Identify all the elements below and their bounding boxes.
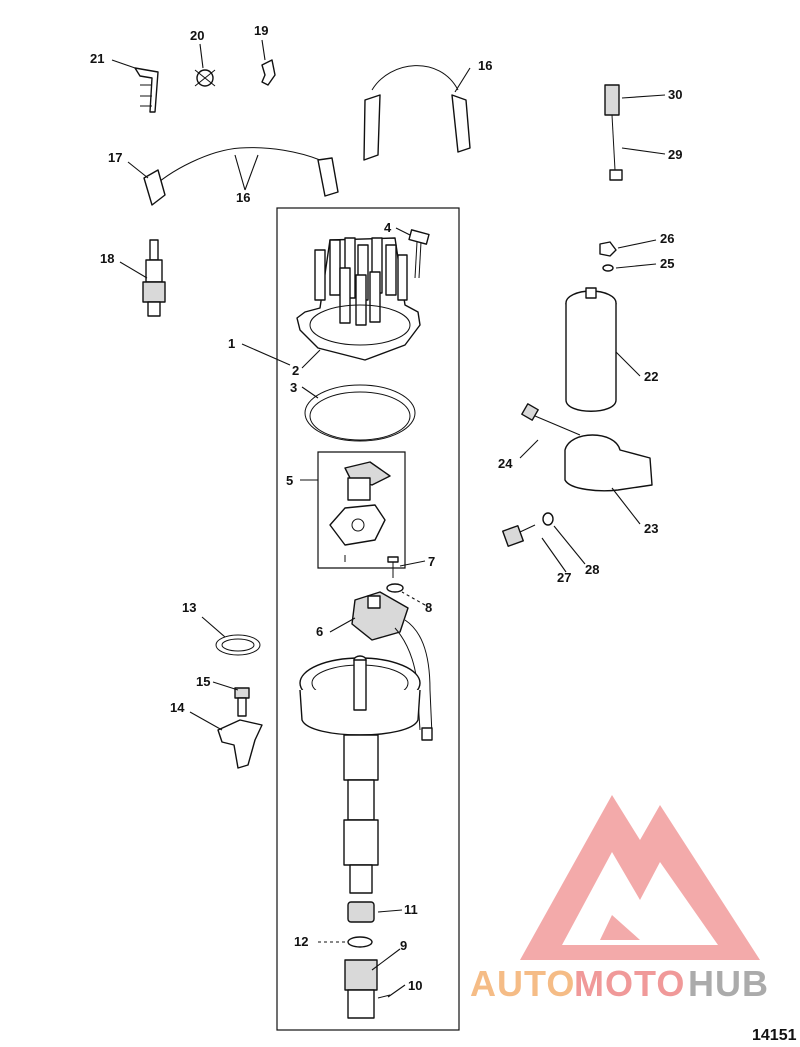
callout-26: 26 (660, 231, 674, 246)
washer-8 (386, 583, 404, 593)
cap-gasket (304, 384, 416, 442)
roll-pin (377, 994, 391, 999)
base-gasket (215, 634, 261, 656)
callout-23: 23 (644, 521, 658, 536)
callout-10: 10 (408, 978, 422, 993)
callout-4: 4 (384, 220, 392, 235)
watermark-logo (520, 795, 760, 960)
wire-clip-19 (261, 59, 276, 86)
callout-15: 15 (196, 674, 210, 689)
callout-20: 20 (190, 28, 204, 43)
wire-separator-20 (194, 69, 216, 87)
callout-19: 19 (254, 23, 268, 38)
wire-boot (363, 65, 471, 161)
washer-12 (347, 936, 373, 948)
callout-12: 12 (294, 934, 308, 949)
callout-1: 1 (228, 336, 235, 351)
callout-30: 30 (668, 87, 682, 102)
coil-washer (602, 264, 614, 272)
callout-25: 25 (660, 256, 674, 271)
callout-28: 28 (585, 562, 599, 577)
clamp-bolt (234, 687, 250, 717)
bracket-bolt (521, 403, 581, 436)
figure-code: 14151 (752, 1027, 797, 1044)
callout-22: 22 (644, 369, 658, 384)
leader-lines (111, 39, 666, 998)
callout-16-top: 16 (478, 58, 492, 73)
watermark-auto: AUTO (470, 963, 575, 1004)
coil-bracket (564, 434, 653, 492)
callout-11: 11 (404, 902, 418, 917)
spark-plug (142, 239, 166, 317)
distributor-assembly-box (276, 207, 460, 1031)
callout-21: 21 (90, 51, 104, 66)
callout-labels: 1 2 3 4 5 6 7 8 9 10 11 12 13 14 15 16 1… (90, 23, 682, 993)
watermark-moto: MOTO (574, 963, 685, 1004)
coil-nut (599, 241, 617, 257)
rotor-kit (317, 451, 406, 569)
callout-13: 13 (182, 600, 196, 615)
callout-3: 3 (290, 380, 297, 395)
callout-14: 14 (170, 700, 185, 715)
callout-29: 29 (668, 147, 682, 162)
drive-gear (344, 959, 378, 1019)
callout-5: 5 (286, 473, 293, 488)
callout-24: 24 (498, 456, 513, 471)
callout-7: 7 (428, 554, 435, 569)
spark-plug-wire (143, 147, 339, 206)
bushing (347, 901, 375, 923)
callout-16-wire: 16 (236, 190, 250, 205)
callout-17: 17 (108, 150, 122, 165)
mount-washer (542, 512, 554, 526)
callout-18: 18 (100, 251, 114, 266)
callout-2: 2 (292, 363, 299, 378)
mount-bolt (502, 524, 536, 547)
ground-connector (604, 84, 623, 181)
distributor-housing (299, 655, 433, 894)
wire-separator-21 (134, 67, 159, 113)
callout-27: 27 (557, 570, 571, 585)
watermark-text: AUTO MOTO HUB (470, 963, 769, 1004)
distributor-cap (296, 237, 421, 361)
callout-8: 8 (425, 600, 432, 615)
small-screw (387, 556, 399, 578)
callout-6: 6 (316, 624, 323, 639)
cap-screw (408, 229, 430, 279)
hold-down-clamp (217, 719, 263, 769)
ignition-coil (565, 287, 617, 412)
watermark-hub: HUB (688, 963, 769, 1004)
callout-9: 9 (400, 938, 407, 953)
